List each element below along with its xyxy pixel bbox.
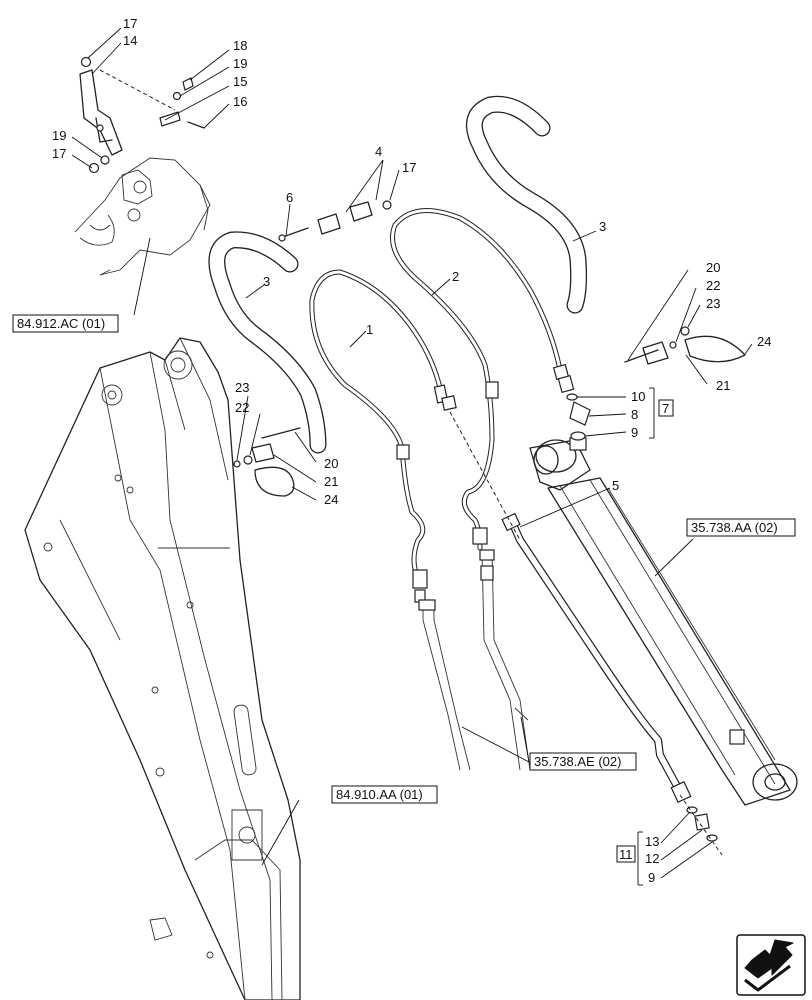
hydraulic-cylinder xyxy=(529,437,798,806)
callout-21: 21 xyxy=(324,474,338,489)
callout-2: 2 xyxy=(452,269,459,284)
callout-17: 17 xyxy=(52,146,66,161)
ref-link-boom[interactable]: 84.910.AA (01) xyxy=(331,785,438,804)
ref-link-hose-continuation[interactable]: 35.738.AE (02) xyxy=(529,752,637,771)
kit-11-label: 11 xyxy=(616,845,636,863)
clamp-assembly-right xyxy=(624,326,746,365)
callout-3: 3 xyxy=(599,219,606,234)
callout-3: 3 xyxy=(263,274,270,289)
hose-continuation-lines xyxy=(418,549,531,771)
callout-13: 13 xyxy=(645,834,659,849)
kit-7-label: 7 xyxy=(658,399,674,417)
callout-22: 22 xyxy=(235,400,249,415)
hose-3-right xyxy=(465,95,588,314)
svg-text:35.738.AA (02)[interactable]: 35.738.AA (02) xyxy=(691,520,778,535)
callout-6: 6 xyxy=(286,190,293,205)
callout-16: 16 xyxy=(233,94,247,109)
hose-1 xyxy=(309,269,457,603)
callout-1: 1 xyxy=(366,322,373,337)
boom-structure xyxy=(24,337,301,1000)
fitting-kit-11-parts xyxy=(679,794,723,856)
callout-21: 21 xyxy=(716,378,730,393)
svg-text:7: 7 xyxy=(662,401,669,416)
callout-17: 17 xyxy=(402,160,416,175)
callout-24: 24 xyxy=(757,334,771,349)
svg-text:84.912.AC (01)[interactable]: 84.912.AC (01) xyxy=(17,316,105,331)
callout-5: 5 xyxy=(612,478,619,493)
callout-20: 20 xyxy=(706,260,720,275)
tube-5 xyxy=(501,512,692,804)
callout-17: 17 xyxy=(123,16,137,31)
callout-24: 24 xyxy=(324,492,338,507)
svg-text:11: 11 xyxy=(619,847,633,862)
callout-12: 12 xyxy=(645,851,659,866)
callout-8: 8 xyxy=(631,407,638,422)
callout-18: 18 xyxy=(233,38,247,53)
svg-text:84.910.AA (01)[interactable]: 84.910.AA (01) xyxy=(336,787,423,802)
callout-10: 10 xyxy=(631,389,645,404)
callout-leaders xyxy=(71,27,753,886)
hose-2 xyxy=(390,207,575,551)
callout-22: 22 xyxy=(706,278,720,293)
hose-3-left xyxy=(208,231,327,454)
ref-link-cylinder[interactable]: 35.738.AA (02) xyxy=(686,518,796,537)
fitting-kit-7-parts xyxy=(566,393,591,441)
next-page-arrow-icon[interactable] xyxy=(736,934,806,996)
callout-23: 23 xyxy=(706,296,720,311)
callout-9: 9 xyxy=(631,425,638,440)
callout-19: 19 xyxy=(52,128,66,143)
callout-14: 14 xyxy=(123,33,137,48)
callout-23: 23 xyxy=(235,380,249,395)
callout-numbers: 17 14 18 19 15 16 19 17 6 4 17 3 3 1 2 2… xyxy=(52,16,771,885)
clamp-assembly-left xyxy=(233,427,301,497)
hose-bracket-4 xyxy=(278,200,392,242)
arm-support-assembly xyxy=(74,56,211,276)
callout-15: 15 xyxy=(233,74,247,89)
callout-19: 19 xyxy=(233,56,247,71)
ref-link-arm-support[interactable]: 84.912.AC (01) xyxy=(12,314,119,333)
callout-9: 9 xyxy=(648,870,655,885)
callout-20: 20 xyxy=(324,456,338,471)
centerline-hose-2 xyxy=(449,411,521,541)
callout-4: 4 xyxy=(375,144,382,159)
svg-text:35.738.AE (02)[interactable]: 35.738.AE (02) xyxy=(534,754,621,769)
